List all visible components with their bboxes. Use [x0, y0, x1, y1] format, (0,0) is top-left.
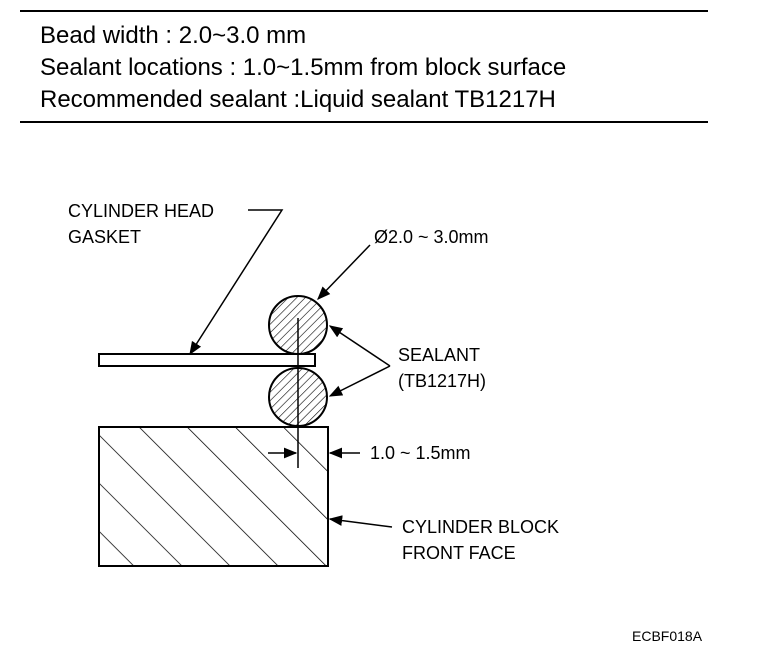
- spec-box: Bead width : 2.0~3.0 mm Sealant location…: [20, 10, 708, 123]
- bead-diameter-label: Ø2.0 ~ 3.0mm: [374, 227, 489, 247]
- bottom-rule: [20, 121, 708, 123]
- head-gasket-label-line1: CYLINDER HEAD: [68, 201, 214, 221]
- head-gasket-label-line2: GASKET: [68, 227, 141, 247]
- top-rule: [20, 10, 708, 12]
- sealant-locations-spec: Sealant locations : 1.0~1.5mm from block…: [40, 54, 567, 81]
- block-label-line2: FRONT FACE: [402, 543, 516, 563]
- bead-width-spec: Bead width : 2.0~3.0 mm: [40, 22, 307, 49]
- head-gasket: [98, 353, 316, 367]
- block-leader: [328, 515, 393, 528]
- bead-diameter-leader: [317, 244, 371, 300]
- head-gasket-leader: [189, 209, 284, 356]
- recommended-sealant-spec: Recommended sealant :Liquid sealant TB12…: [40, 86, 556, 113]
- sealant-label-line2: (TB1217H): [398, 371, 486, 391]
- block-label-line1: CYLINDER BLOCK: [402, 517, 559, 537]
- cylinder-block: [98, 426, 329, 567]
- sealant-label-line1: SEALANT: [398, 345, 480, 365]
- figure-code: ECBF018A: [632, 628, 703, 644]
- sealant-leader-upper: [328, 325, 391, 367]
- sealant-leader-lower: [328, 365, 391, 397]
- offset-label: 1.0 ~ 1.5mm: [370, 443, 471, 463]
